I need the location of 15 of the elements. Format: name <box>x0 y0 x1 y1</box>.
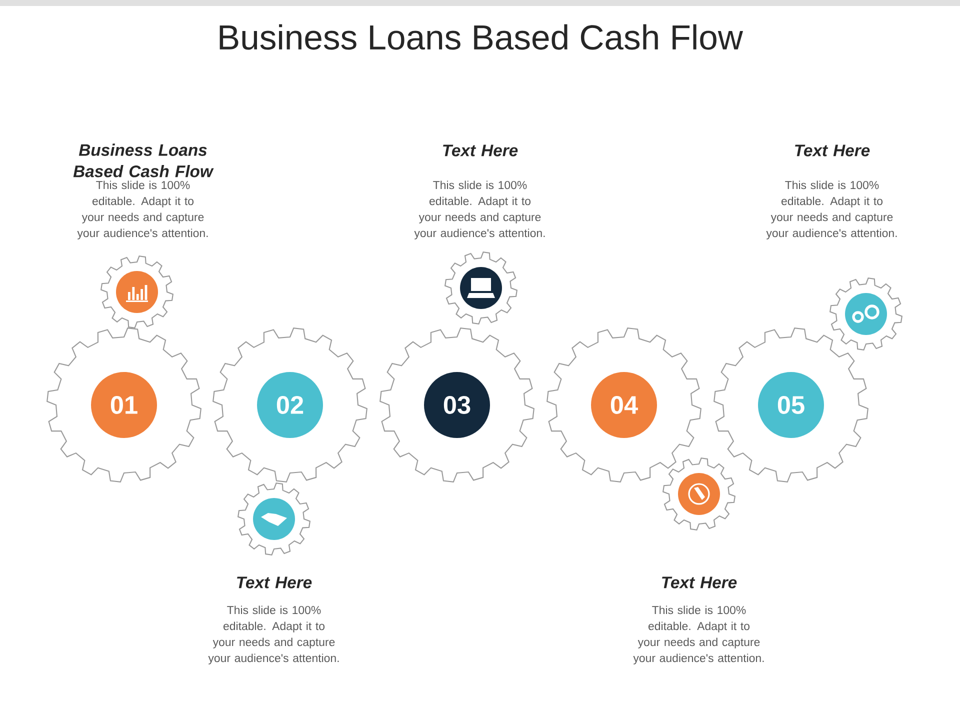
gear-badge <box>662 457 736 530</box>
numbered-gear: 04 <box>546 328 702 482</box>
numbered-gear: 05 <box>714 328 868 482</box>
heading: Text Here <box>795 144 870 156</box>
gear-badge <box>829 277 903 350</box>
title: Business Loans Based Cash Flow <box>220 24 744 50</box>
heading: Business Loans Based Cash Flow <box>73 144 214 178</box>
gear-badge <box>237 482 311 556</box>
description: This slide is 100% editable. Adapt it to your needs and capture your audience's attention. <box>208 606 339 664</box>
gear-badge <box>100 255 174 328</box>
numbered-gear: 03 <box>380 328 534 482</box>
heading: Text Here <box>443 144 518 156</box>
numbered-gear: 02 <box>212 328 368 482</box>
description: This slide is 100% editable. Adapt it to your needs and capture your audience's attention. <box>633 606 764 664</box>
numbered-gear: 01 <box>46 328 202 482</box>
